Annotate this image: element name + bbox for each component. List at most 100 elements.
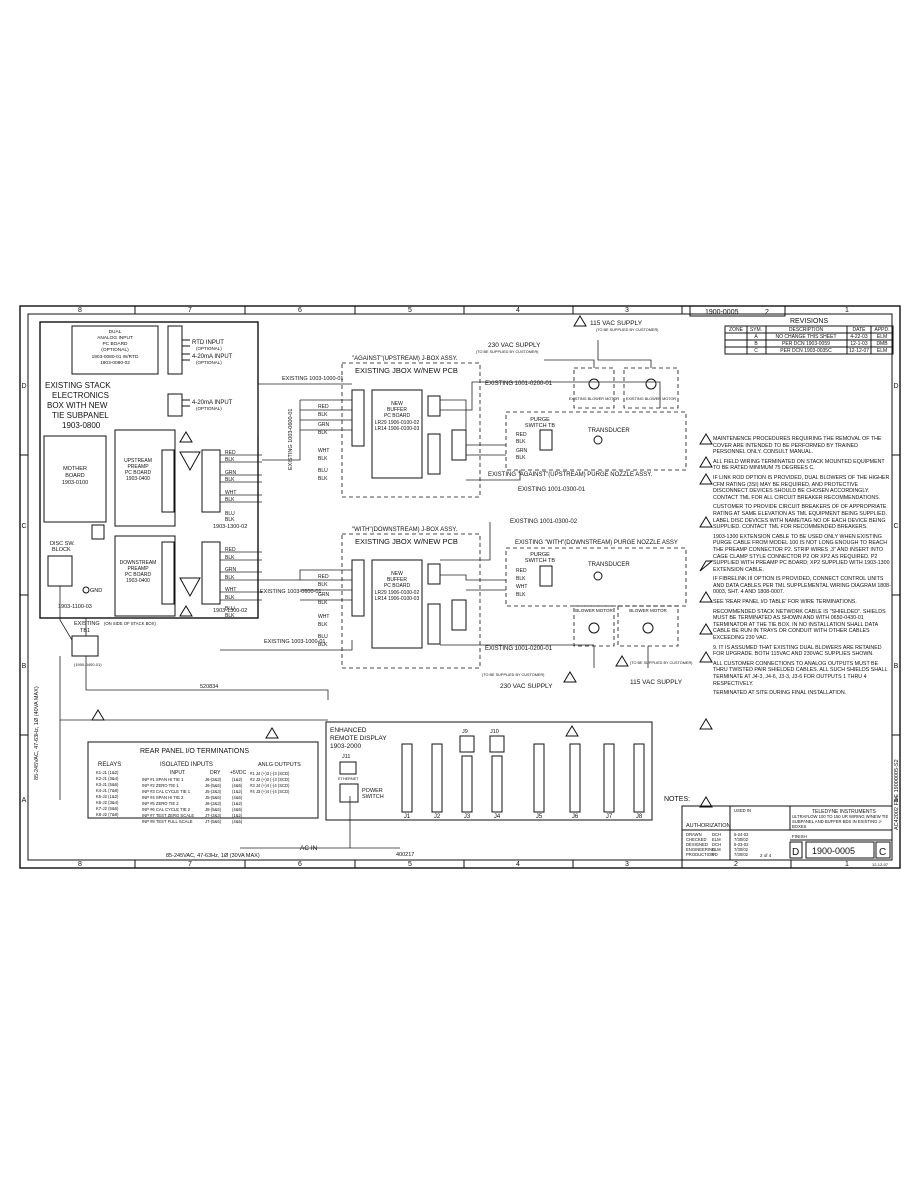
svg-text:6: 6: [298, 861, 302, 868]
svg-text:BOX WITH NEW: BOX WITH NEW: [47, 401, 108, 410]
svg-text:#1 J4 (+)3 (-)3 (SCD): #1 J4 (+)3 (-)3 (SCD): [250, 771, 290, 776]
svg-text:DESIGNED: DESIGNED: [686, 842, 708, 847]
remote-display: ENHANCED REMOTE DISPLAY 1903-2000 J11 ET…: [325, 721, 653, 821]
svg-text:DRY: DRY: [210, 770, 221, 776]
svg-text:WHT: WHT: [318, 614, 329, 620]
svg-text:PURGE: PURGE: [530, 417, 550, 423]
dwg-tab: [689, 305, 786, 317]
note-triangles: [91, 315, 714, 808]
svg-text:#4 J3 (+)4 (-)4 (SCD): #4 J3 (+)4 (-)4 (SCD): [250, 789, 290, 794]
svg-text:D: D: [792, 847, 799, 858]
svg-text:6: 6: [298, 307, 302, 314]
svg-text:ELM: ELM: [877, 348, 887, 354]
svg-text:BLK: BLK: [318, 642, 328, 648]
svg-text:RED: RED: [318, 574, 329, 580]
svg-text:J7-(5&6): J7-(5&6): [205, 819, 222, 824]
existing-1001-0200-bottom: EXISTING 1001-0200-01: [485, 646, 553, 652]
svg-text:PURGE: PURGE: [530, 552, 550, 558]
svg-text:CHECKED: CHECKED: [686, 837, 706, 842]
svg-text:WHT: WHT: [225, 490, 236, 496]
svg-text:J9: J9: [462, 729, 468, 735]
svg-text:D: D: [893, 383, 898, 390]
svg-text:PER DCN 1903-0059: PER DCN 1903-0059: [782, 341, 830, 347]
svg-text:INP #1 SPAN HI TIE 1: INP #1 SPAN HI TIE 1: [142, 777, 184, 782]
vertical-power-note: 85-245VAC, 47-63Hz, 1Ø (40VA MAX): [34, 686, 40, 780]
svg-text:#3 J4 (+)4 (-)4 (SCD): #3 J4 (+)4 (-)4 (SCD): [250, 783, 290, 788]
cable-400217: 400217: [396, 852, 414, 858]
svg-text:12-1-03: 12-1-03: [850, 341, 867, 347]
svg-text:GRN: GRN: [516, 448, 528, 454]
svg-text:EXISTING STACK: EXISTING STACK: [45, 381, 111, 390]
svg-text:LR14 1906-0100-03: LR14 1906-0100-03: [375, 426, 420, 432]
existing-1003-0600-top: EXISTING 1003-0600-01: [288, 409, 294, 470]
svg-text:12-12-07: 12-12-07: [849, 348, 869, 354]
svg-text:7: 7: [188, 307, 192, 314]
ma-input-label: 4-20mA INPUT: [192, 354, 233, 360]
svg-text:(TO BE SUPPLIED BY CUSTOMER): (TO BE SUPPLIED BY CUSTOMER): [482, 673, 545, 677]
svg-text:BLU: BLU: [318, 468, 328, 474]
svg-text:J7: J7: [606, 814, 613, 820]
svg-text:ANALOG INPUT: ANALOG INPUT: [97, 335, 133, 341]
note-3: IF LINK ROD OPTION IS PROVIDED, DUAL BLO…: [713, 474, 890, 501]
svg-text:DMB: DMB: [876, 341, 888, 347]
svg-text:C: C: [879, 847, 886, 858]
svg-text:J5: J5: [536, 814, 543, 820]
svg-text:4-20mA INPUT: 4-20mA INPUT: [192, 400, 233, 406]
svg-text:J10: J10: [490, 729, 499, 735]
bottom-power-note: 85-245VAC, 47-63Hz, 1Ø (30VA MAX): [166, 853, 260, 859]
svg-text:J8: J8: [636, 814, 643, 820]
svg-text:(OPTIONAL): (OPTIONAL): [196, 360, 222, 365]
svg-text:BLOCK: BLOCK: [52, 547, 71, 553]
existing-1001-0200-top: EXISTING 1001-0200-01: [485, 381, 553, 387]
svg-text:BLK: BLK: [318, 476, 328, 482]
rear-panel-table: REAR PANEL I/O TERMINATIONS RELAYS ISOLA…: [87, 741, 319, 824]
svg-text:NEW: NEW: [391, 401, 403, 407]
svg-text:INP #3 CAL CYCLE TIE 1: INP #3 CAL CYCLE TIE 1: [142, 789, 191, 794]
revisions-table: REVISIONS ZONE SYM. DESCRIPTION DATE APP…: [724, 318, 894, 355]
svg-text:ANLG OUTPUTS: ANLG OUTPUTS: [258, 762, 301, 768]
svg-text:5-23-02: 5-23-02: [734, 842, 749, 847]
svg-text:ISOLATED INPUTS: ISOLATED INPUTS: [160, 762, 213, 768]
svg-text:WHT: WHT: [318, 448, 329, 454]
svg-text:7/30/02: 7/30/02: [734, 837, 749, 842]
svg-text:BLK: BLK: [225, 613, 235, 619]
svg-text:230 VAC SUPPLY: 230 VAC SUPPLY: [500, 683, 553, 690]
svg-text:(OPTIONAL): (OPTIONAL): [101, 347, 129, 353]
svg-text:1903-0400: 1903-0400: [126, 578, 150, 584]
downstream-jbox: "WITH"(DOWNSTREAM) J-BOX ASSY. EXISTING …: [341, 527, 481, 669]
svg-text:RED: RED: [516, 432, 527, 438]
svg-text:TB1: TB1: [80, 628, 90, 634]
svg-text:GRN: GRN: [318, 592, 330, 598]
dwg-no-top: 1900-0005: [705, 309, 739, 316]
svg-text:7/30/02: 7/30/02: [734, 847, 749, 852]
svg-text:SYM.: SYM.: [750, 327, 762, 333]
svg-text:INP #8 TEST FULL SCALE: INP #8 TEST FULL SCALE: [142, 819, 193, 824]
svg-text:INPUT: INPUT: [170, 770, 185, 776]
svg-text:1: 1: [845, 861, 849, 868]
svg-text:(TO BE SUPPLIED BY CUSTOMER): (TO BE SUPPLIED BY CUSTOMER): [596, 328, 659, 332]
svg-text:B: B: [894, 663, 899, 670]
svg-text:TRANSDUCER: TRANSDUCER: [588, 428, 630, 434]
svg-text:RED: RED: [318, 404, 329, 410]
svg-text:7: 7: [188, 861, 192, 868]
svg-text:REMOTE DISPLAY: REMOTE DISPLAY: [330, 735, 387, 742]
cable-1300-02-a: 1903-1300-02: [213, 524, 247, 530]
svg-text:1903-0800: 1903-0800: [62, 421, 101, 430]
svg-text:2 of 4: 2 of 4: [760, 853, 772, 858]
svg-text:BLK: BLK: [516, 439, 526, 445]
svg-text:PRODUCTION: PRODUCTION: [686, 852, 714, 857]
svg-text:115 VAC SUPPLY: 115 VAC SUPPLY: [590, 320, 643, 327]
svg-text:B: B: [22, 663, 27, 670]
svg-text:J8-(5&6): J8-(5&6): [205, 807, 222, 812]
svg-text:K2-J1 (3&4): K2-J1 (3&4): [96, 776, 119, 781]
note-10: ALL CUSTOMER CONNECTIONS TO ANALOG OUTPU…: [713, 660, 888, 687]
svg-text:BLK: BLK: [318, 412, 328, 418]
note-8: RECOMMENDED STACK NETWORK CABLE IS "SHIE…: [713, 608, 886, 642]
svg-text:BLK: BLK: [516, 455, 526, 461]
svg-text:(TO BE SUPPLIED BY CUSTOMER): (TO BE SUPPLIED BY CUSTOMER): [476, 350, 539, 354]
svg-text:1903-0100: 1903-0100: [62, 480, 88, 486]
svg-text:BUFFER: BUFFER: [387, 577, 407, 583]
svg-text:K5-J2 (1&2): K5-J2 (1&2): [96, 794, 119, 799]
svg-text:(4&5): (4&5): [232, 807, 243, 812]
svg-text:RED: RED: [225, 450, 236, 456]
